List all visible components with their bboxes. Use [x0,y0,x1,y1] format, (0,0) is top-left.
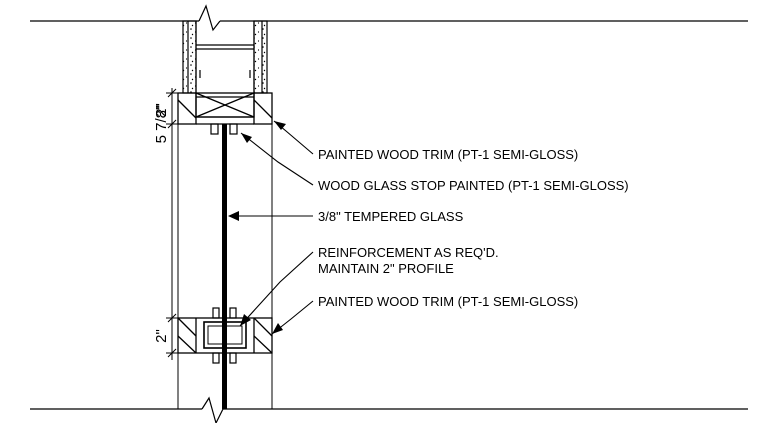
callout-reinforcement-line2: MAINTAIN 2" PROFILE [318,261,454,276]
top-glass-stop [210,123,238,135]
top-wood-trim [177,92,273,125]
wall-section-above [182,20,268,94]
reinforcement-tube [203,321,247,349]
bottom-glass-stop [212,307,237,364]
callout-reinforcement-line1: REINFORCEMENT AS REQ'D. [318,245,499,260]
tempered-glass [222,124,227,409]
callout-glass-stop: WOOD GLASS STOP PAINTED (PT-1 SEMI-GLOSS… [318,178,629,193]
dimension-overall: 5 7/8" [153,105,170,144]
dimension-lines [166,88,178,360]
callout-trim-bottom: PAINTED WOOD TRIM (PT-1 SEMI-GLOSS) [318,294,578,309]
sill-line [30,396,748,423]
callout-trim-top: PAINTED WOOD TRIM (PT-1 SEMI-GLOSS) [318,147,578,162]
callout-arrowheads [228,121,286,334]
dimension-top-trim: 2" [153,103,170,117]
head-line [30,4,748,32]
top-wood-blocking [195,92,255,118]
dimension-bottom-trim: 2" [153,329,170,343]
jamb-lines [177,124,273,409]
callout-glass: 3/8" TEMPERED GLASS [318,209,464,224]
bottom-wood-trim [177,317,273,354]
